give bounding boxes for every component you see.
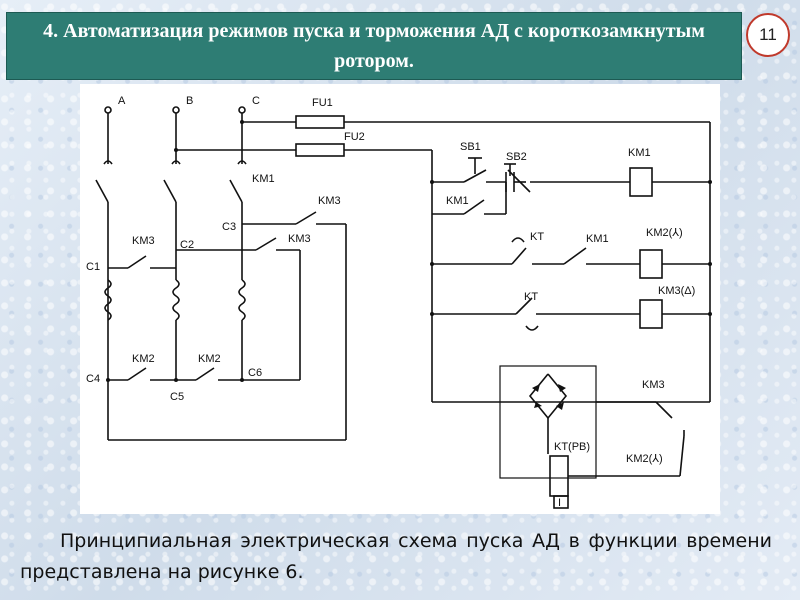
km1-main-label: KM1 [252,173,275,185]
diode-bridge [528,373,568,420]
coil-km3-label: KM3(Δ) [658,285,695,297]
km2-right-label: KM2 [198,353,221,365]
km3-left-label: KM3 [132,235,155,247]
winding-c4-label: C4 [86,373,100,385]
slide-title: 4. Автоматизация режимов пуска и торможе… [6,12,742,80]
coil-km3 [639,299,663,329]
km3-top-label: KM3 [318,195,341,207]
caption-text: Принципиальная электрическая схема пуска… [20,530,772,583]
terminal-c [238,106,246,114]
fu1-label: FU1 [312,97,333,109]
km1-contact-label: KM1 [586,233,609,245]
coil-kt-pb [549,455,569,497]
winding-c [238,279,246,321]
km1-hold-label: KM1 [446,195,469,207]
coil-km2 [639,249,663,279]
winding-c6-label: C6 [248,367,262,379]
circuit-diagram: A B C KM1 FU1 FU2 SB1 SB2 KM1 [80,84,720,514]
sb2-label: SB2 [506,151,527,163]
winding-c2-label: C2 [180,239,194,251]
fuse-fu2 [295,143,345,157]
coil-km2-label: KM2(⅄) [646,227,683,239]
i-mark: I [558,497,561,509]
fu2-label: FU2 [344,131,365,143]
slide-number-badge: 11 [746,13,790,57]
km3-bridge-label: KM3 [642,379,665,391]
winding-ac [104,279,112,321]
winding-c1-label: C1 [86,261,100,273]
km2-bottom-label: KM2(⅄) [626,453,663,465]
terminal-b [172,106,180,114]
winding-c3-label: C3 [222,221,236,233]
terminal-a [104,106,112,114]
kt-contact2-label: KT [524,291,538,303]
km2-left-label: KM2 [132,353,155,365]
winding-b [172,279,180,321]
fuse-fu1 [295,115,345,129]
circuit-schematic: A B C KM1 FU1 FU2 SB1 SB2 KM1 [86,95,712,509]
phase-label-a: A [118,95,126,107]
coil-km1 [629,167,653,197]
sb1-label: SB1 [460,141,481,153]
phase-label-c: C [252,95,260,107]
km3-mid-label: KM3 [288,233,311,245]
coil-km1-label: KM1 [628,147,651,159]
bridge-frame [499,365,597,479]
phase-label-b: B [186,95,193,107]
kt-pb-label: KT(PB) [554,441,590,453]
winding-c5-label: C5 [170,391,184,403]
kt-contact1-label: KT [530,231,544,243]
